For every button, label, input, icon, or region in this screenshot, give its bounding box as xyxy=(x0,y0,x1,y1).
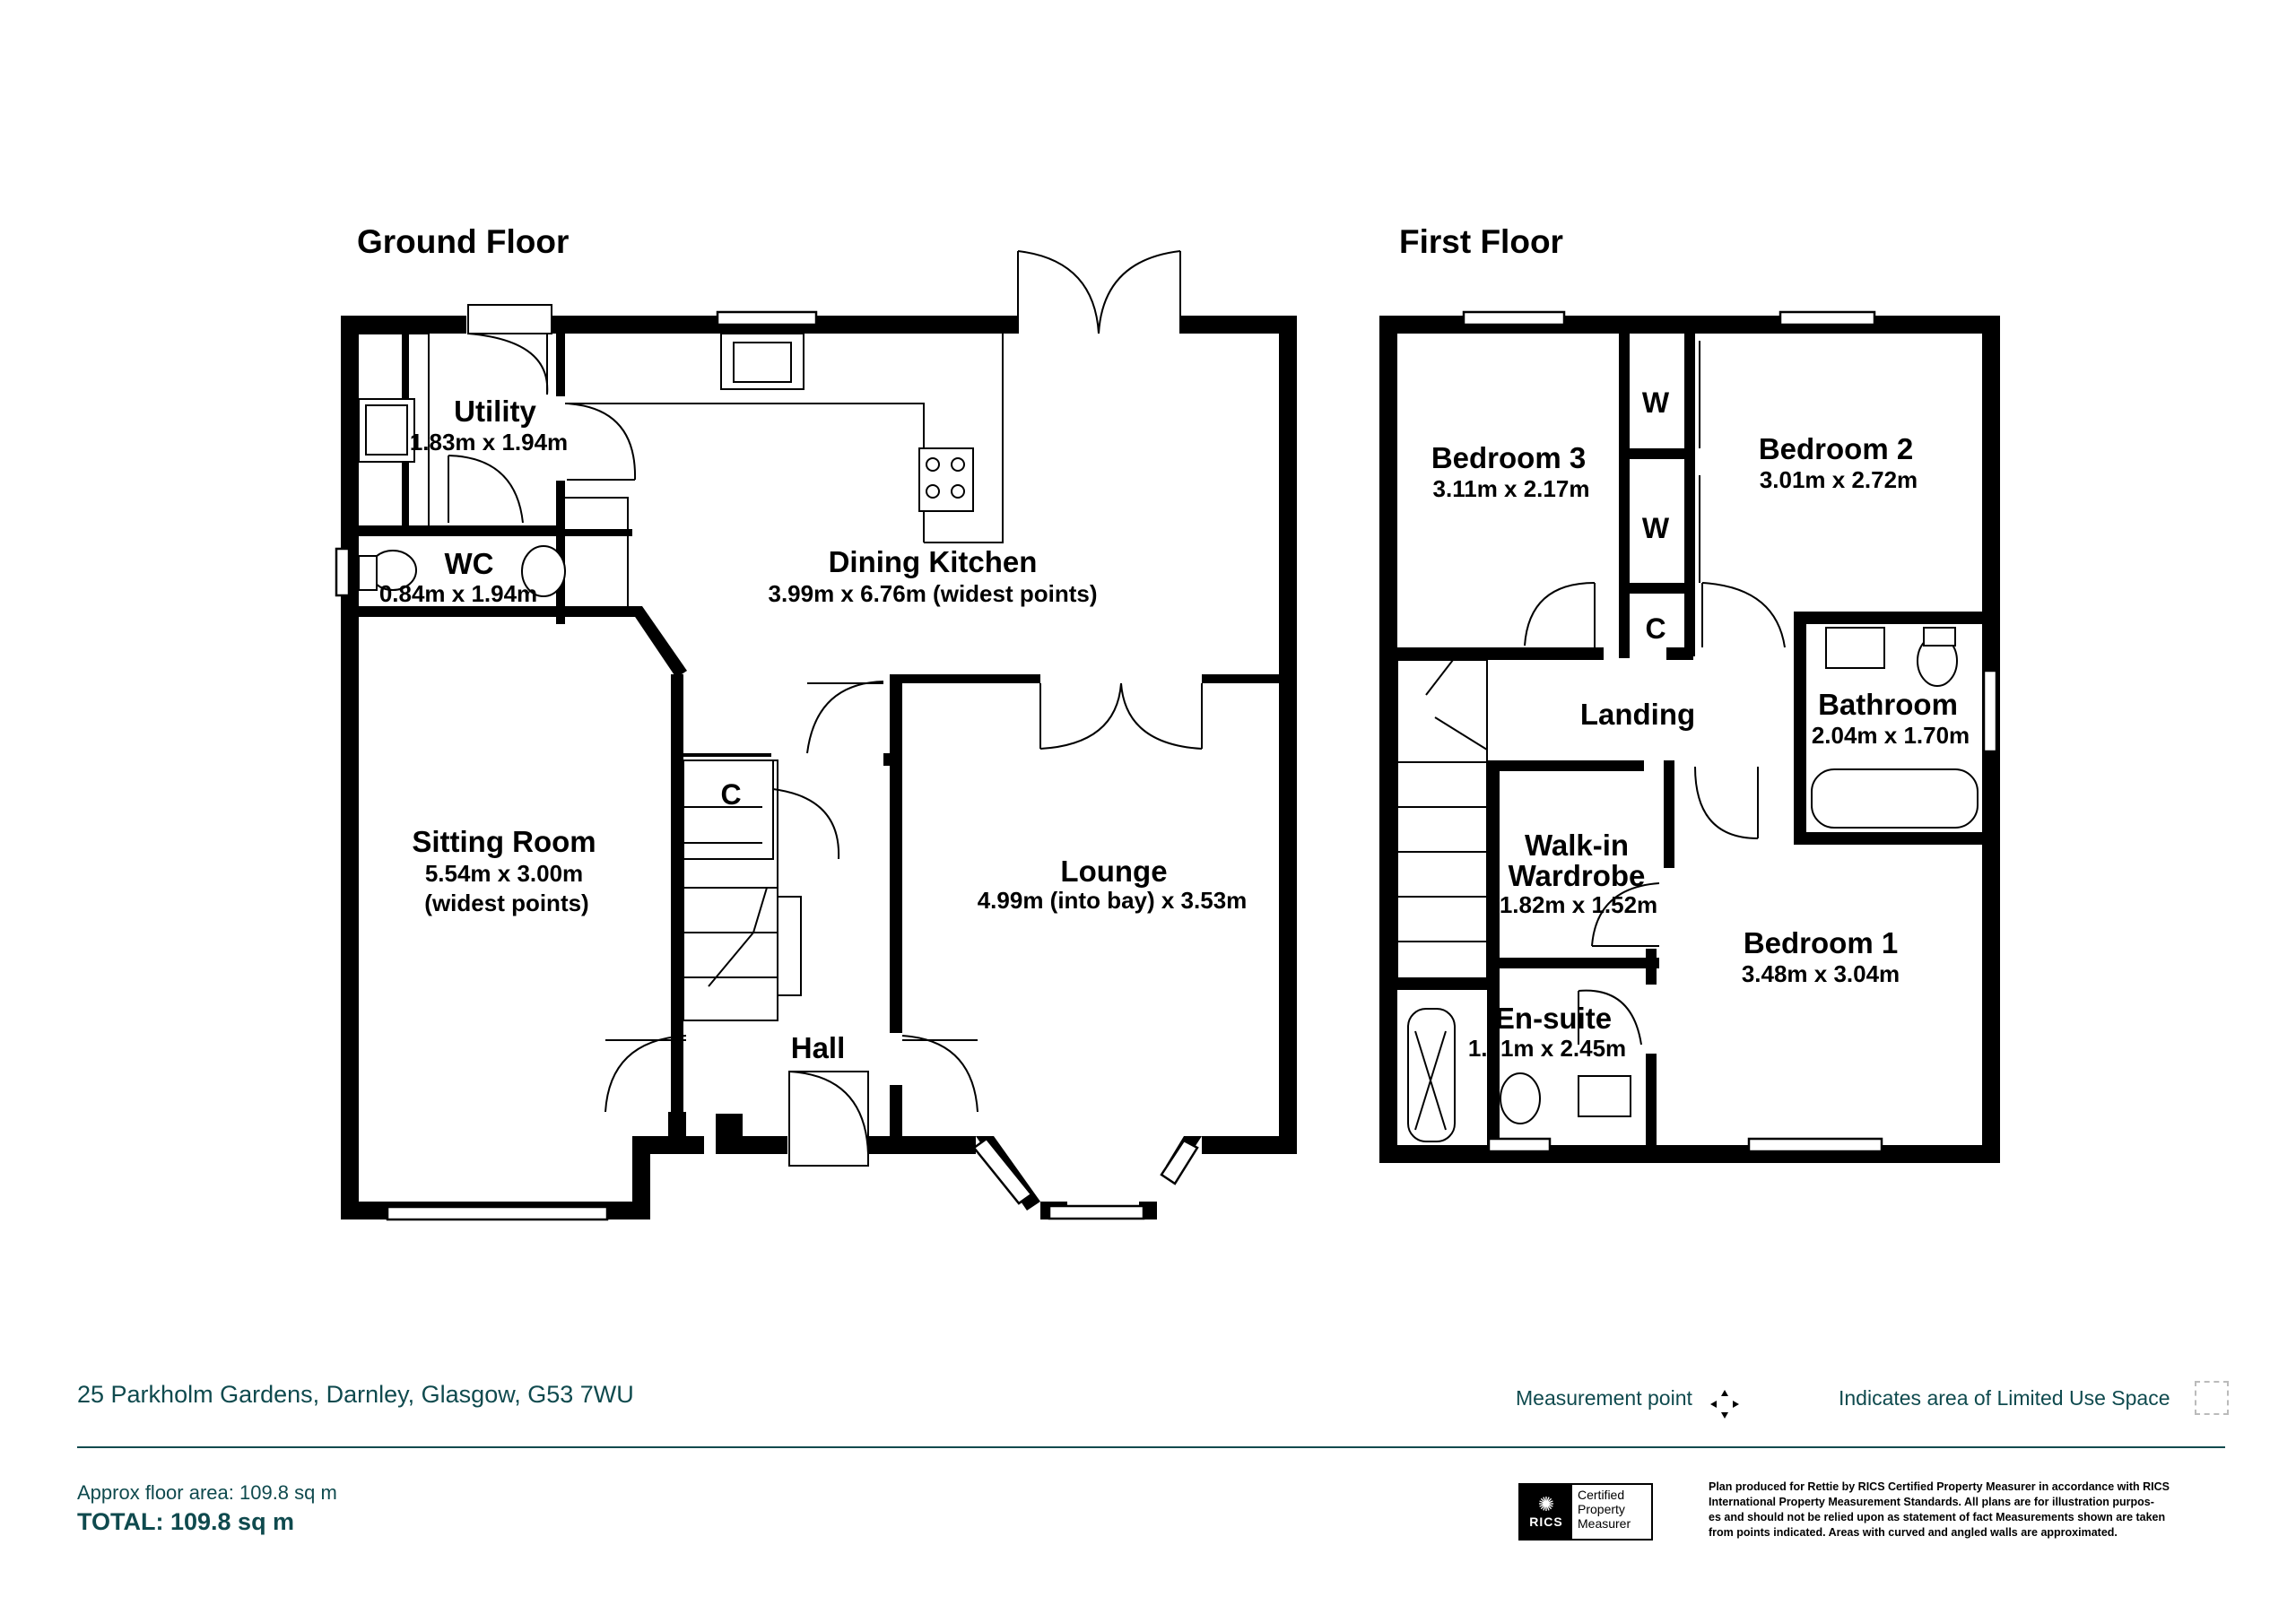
wc-basin-icon xyxy=(521,545,566,597)
limited-use-swatch xyxy=(2195,1381,2229,1415)
first-floor-fixtures xyxy=(1407,627,1979,1142)
sitting-room-name: Sitting Room xyxy=(412,825,596,858)
utility-dims: 1.83m x 1.94m xyxy=(410,429,568,456)
wardrobe2-label: W xyxy=(1642,512,1670,544)
dining-kitchen-name: Dining Kitchen xyxy=(829,545,1038,578)
utility-name: Utility xyxy=(454,395,536,428)
bedroom1-name: Bedroom 1 xyxy=(1744,926,1898,959)
rics-cert-line: Certified xyxy=(1578,1488,1625,1502)
walkin-name: Walk-in xyxy=(1525,829,1629,862)
bathroom-dims: 2.04m x 1.70m xyxy=(1812,722,1970,749)
first-floor-openings xyxy=(1396,310,1998,1153)
rics-logo: ✺ RICS xyxy=(1520,1485,1572,1539)
disclaimer-line: from points indicated. Areas with curved… xyxy=(1709,1526,2118,1539)
ground-floor-labels: Utility 1.83m x 1.94m WC 0.84m x 1.94m D… xyxy=(379,395,1247,1064)
hob-icon xyxy=(918,447,974,512)
measurement-point-label: Measurement point xyxy=(1516,1386,1692,1410)
rics-cert-line: Measurer xyxy=(1578,1516,1631,1531)
total-floor-area: TOTAL: 109.8 sq m xyxy=(77,1508,295,1535)
disclaimer-line: Plan produced for Rettie by RICS Certifi… xyxy=(1709,1480,2170,1493)
measurement-point-icon xyxy=(1710,1390,1739,1419)
bedroom3-dims: 3.11m x 2.17m xyxy=(1433,475,1590,502)
ground-cupboard-label: C xyxy=(720,778,741,811)
property-address: 25 Parkholm Gardens, Darnley, Glasgow, G… xyxy=(77,1381,634,1408)
lounge-dims: 4.99m (into bay) x 3.53m xyxy=(978,887,1248,914)
ensuite-toilet-icon xyxy=(1500,1072,1541,1124)
disclaimer-line: es and should not be relied upon as stat… xyxy=(1709,1511,2166,1523)
footer-divider xyxy=(77,1446,2225,1448)
ensuite-dims: 1.61m x 2.45m xyxy=(1468,1035,1626,1062)
disclaimer-line: International Property Measurement Stand… xyxy=(1709,1496,2154,1508)
approx-floor-area: Approx floor area: 109.8 sq m xyxy=(77,1481,337,1504)
rics-certification: Certified Property Measurer xyxy=(1572,1485,1636,1539)
hall-name: Hall xyxy=(791,1031,846,1064)
landing-name: Landing xyxy=(1580,698,1695,731)
rics-logo-text: RICS xyxy=(1529,1515,1563,1529)
bathroom-name: Bathroom xyxy=(1818,688,1958,721)
lounge-name: Lounge xyxy=(1060,855,1167,888)
rics-badge: ✺ RICS Certified Property Measurer xyxy=(1518,1483,1653,1541)
bedroom2-dims: 3.01m x 2.72m xyxy=(1760,466,1918,493)
bedroom2-name: Bedroom 2 xyxy=(1759,432,1913,465)
ground-floor-openings xyxy=(335,250,1203,1221)
bath-icon xyxy=(1811,768,1979,829)
first-cupboard-label: C xyxy=(1645,612,1665,645)
first-floor-labels: Bedroom 3 3.11m x 2.17m Bedroom 2 3.01m … xyxy=(1431,386,1970,1062)
rics-emblem-icon: ✺ xyxy=(1537,1493,1555,1515)
ensuite-name: En-suite xyxy=(1495,1002,1612,1035)
sitting-room-dims-note: (widest points) xyxy=(424,890,588,916)
disclaimer: Plan produced for Rettie by RICS Certifi… xyxy=(1709,1480,2229,1541)
wc-dims: 0.84m x 1.94m xyxy=(379,580,537,607)
limited-use-label: Indicates area of Limited Use Space xyxy=(1839,1386,2170,1410)
walkin-dims: 1.82m x 1.52m xyxy=(1500,891,1657,918)
first-floor-title: First Floor xyxy=(1399,223,1563,260)
wardrobe1-label: W xyxy=(1642,386,1670,419)
ensuite-basin-icon xyxy=(1578,1075,1631,1117)
bathroom-basin-icon xyxy=(1825,627,1885,669)
bedroom3-name: Bedroom 3 xyxy=(1431,441,1586,474)
wc-name: WC xyxy=(445,547,494,580)
rics-cert-line: Property xyxy=(1578,1502,1625,1516)
dining-kitchen-dims: 3.99m x 6.76m (widest points) xyxy=(768,580,1097,607)
walkin-name-line2: Wardrobe xyxy=(1509,859,1646,892)
first-floor-plan: First Floor xyxy=(1379,223,2000,1163)
sitting-room-dims: 5.54m x 3.00m xyxy=(425,860,583,887)
ground-floor-fixtures xyxy=(358,333,974,597)
ground-floor-title: Ground Floor xyxy=(357,223,569,260)
bedroom1-dims: 3.48m x 3.04m xyxy=(1742,960,1900,987)
floor-plan: Ground Floor xyxy=(335,223,2000,1221)
ground-floor-plan: Ground Floor xyxy=(335,223,1297,1221)
